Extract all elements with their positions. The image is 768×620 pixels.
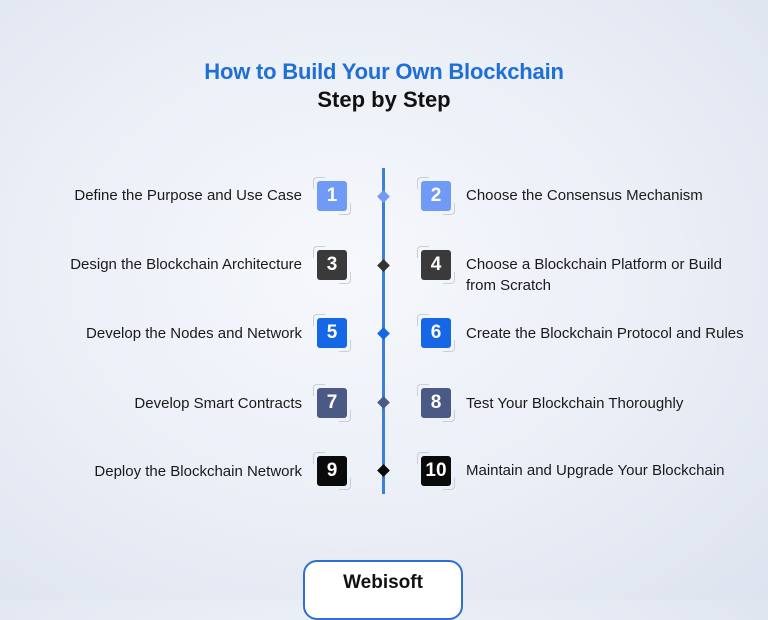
step-label-3: Design the Blockchain Architecture: [70, 256, 302, 273]
page-title: How to Build Your Own Blockchain: [204, 59, 564, 84]
timeline-diamond-1: [377, 190, 390, 203]
brand-logo-text: Webisoft: [343, 572, 423, 593]
step-label-7: Develop Smart Contracts: [134, 395, 302, 412]
step-badge-5: 5: [313, 314, 351, 352]
step-badge-8: 8: [417, 384, 455, 422]
step-badge-9: 9: [313, 452, 351, 490]
step-label-1: Define the Purpose and Use Case: [74, 187, 302, 204]
step-badge-10: 10: [417, 452, 455, 490]
page-subtitle: Step by Step: [317, 87, 451, 112]
step-label-9: Deploy the Blockchain Network: [94, 463, 302, 480]
step-badge-4: 4: [417, 246, 455, 284]
step-label-6: Create the Blockchain Protocol and Rules: [466, 325, 744, 342]
step-label-5: Develop the Nodes and Network: [86, 325, 302, 342]
timeline-diamond-3: [377, 327, 390, 340]
step-label-4: Choose a Blockchain Platform or Build fr…: [466, 256, 722, 294]
step-badge-3: 3: [313, 246, 351, 284]
step-label-10: Maintain and Upgrade Your Blockchain: [466, 462, 725, 479]
step-badge-2: 2: [417, 177, 455, 215]
timeline-diamond-5: [377, 464, 390, 477]
timeline-diamond-4: [377, 396, 390, 409]
brand-logo-box: Webisoft: [303, 560, 463, 620]
step-badge-7: 7: [313, 384, 351, 422]
step-label-2: Choose the Consensus Mechanism: [466, 187, 703, 204]
timeline-diamond-2: [377, 259, 390, 272]
step-badge-1: 1: [313, 177, 351, 215]
step-badge-6: 6: [417, 314, 455, 352]
step-label-8: Test Your Blockchain Thoroughly: [466, 395, 684, 412]
